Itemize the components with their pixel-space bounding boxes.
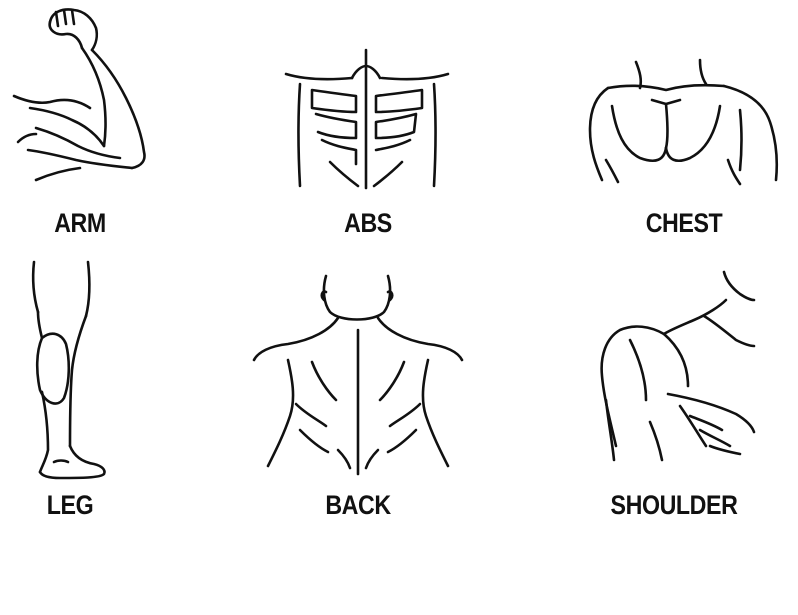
label-arm: ARM [54,208,106,238]
chest-torso-icon [588,58,779,186]
label-shoulder: SHOULDER [610,490,738,520]
abs-torso-icon [284,48,450,190]
label-chest: CHEST [645,208,723,238]
label-leg: LEG [46,490,94,520]
label-abs: ABS [344,208,392,238]
flexed-arm-icon [12,8,146,182]
upper-back-icon [252,274,464,476]
shoulder-icon [600,270,756,462]
lower-leg-icon [31,260,106,480]
label-back: BACK [325,490,391,520]
